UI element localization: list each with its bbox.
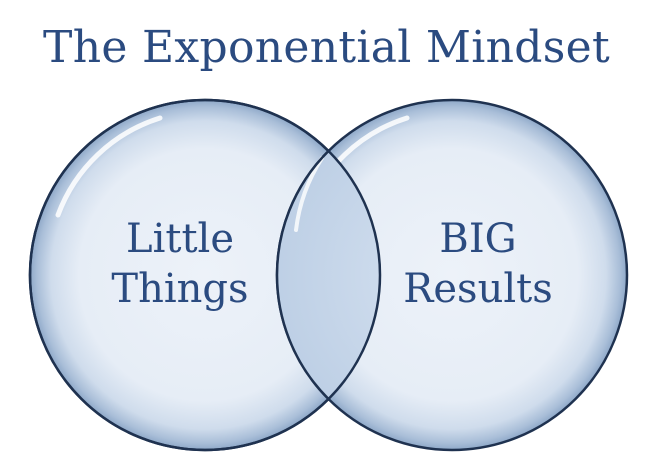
right-label-line2: Results <box>403 266 552 312</box>
diagram-title: The Exponential Mindset <box>43 22 610 73</box>
right-label-line1: BIG <box>439 216 516 262</box>
left-label-line2: Things <box>111 266 248 312</box>
left-label-line1: Little <box>126 216 234 262</box>
